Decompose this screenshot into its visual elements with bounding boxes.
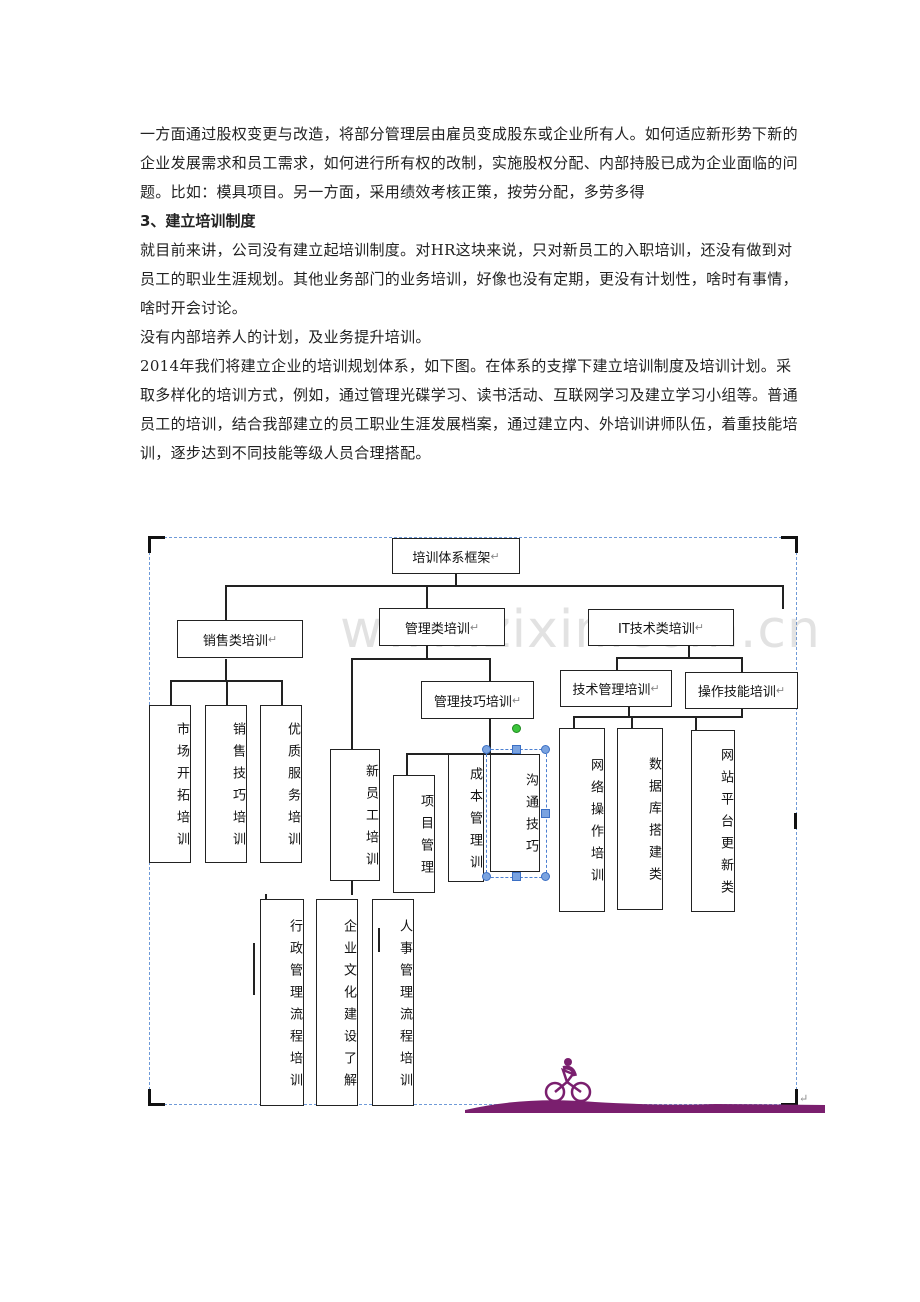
paragraph-equity: 一方面通过股权变更与改造，将部分管理层由雇员变成股东或企业所有人。如何适应新形势… <box>140 125 798 201</box>
connector <box>741 709 743 717</box>
node-communication-skills[interactable]: 沟通技巧 <box>490 754 540 872</box>
node-label: 新员工培训 <box>363 764 378 874</box>
node-operation-skills[interactable]: 操作技能培训↵ <box>685 672 798 709</box>
training-framework-diagram[interactable]: www.zixin.com.cn 培训体系框架↵ 销售类培训↵ 管理类培训↵ I… <box>148 536 825 1113</box>
selection-frame[interactable] <box>486 749 547 878</box>
resize-handle[interactable] <box>482 872 491 881</box>
node-label: 沟通技巧 <box>523 773 538 861</box>
crop-side-right <box>794 813 797 829</box>
node-quality-service[interactable]: 优质服务培训 <box>260 705 302 863</box>
connector <box>281 680 283 705</box>
node-label: 数据库搭建类 <box>646 757 661 889</box>
connector <box>351 658 353 749</box>
connector <box>628 707 630 717</box>
resize-handle[interactable] <box>541 809 550 818</box>
crop-corner-tl <box>148 536 165 553</box>
connector <box>695 716 743 718</box>
node-label: 成本管理训 <box>467 767 482 877</box>
return-mark: ↵ <box>775 684 786 697</box>
crop-corner-bl <box>148 1089 165 1106</box>
cursor-mark <box>253 943 255 995</box>
node-market-development[interactable]: 市场开拓培训 <box>149 705 191 863</box>
node-sales-skills[interactable]: 销售技巧培训 <box>205 705 247 863</box>
node-root-label: 培训体系框架 <box>412 550 491 566</box>
connector <box>351 658 491 660</box>
resize-handle[interactable] <box>541 872 550 881</box>
node-label: IT技术类培训 <box>618 622 695 637</box>
connector <box>406 753 408 775</box>
paragraph-no-plan: 没有内部培养人的计划，及业务提升培训。 <box>140 328 431 346</box>
node-label: 行政管理流程培训 <box>287 918 302 1095</box>
connector <box>489 658 491 681</box>
resize-handle[interactable] <box>512 872 521 881</box>
connector <box>573 716 697 718</box>
crop-corner-br <box>781 1089 798 1106</box>
connector <box>616 657 618 670</box>
return-mark: ↵ <box>469 620 480 634</box>
return-mark: ↵ <box>267 632 278 646</box>
connector <box>489 719 491 754</box>
resize-handle[interactable] <box>541 745 550 754</box>
node-label: 企业文化建设了解 <box>341 918 356 1095</box>
rotate-handle[interactable] <box>512 724 521 733</box>
node-label: 管理类培训 <box>404 621 470 637</box>
connector <box>426 646 428 659</box>
resize-handle[interactable] <box>482 745 491 754</box>
paragraph-2014-plan: 2014年我们将建立企业的培训规划体系，如下图。在体系的支撑下建立培训制度及培训… <box>140 357 798 462</box>
connector <box>631 716 633 728</box>
node-culture[interactable]: 企业文化建设了解 <box>316 899 358 1106</box>
body-text: 一方面通过股权变更与改造，将部分管理层由雇员变成股东或企业所有人。如何适应新形势… <box>140 120 800 468</box>
connector <box>616 657 743 659</box>
connector <box>782 585 784 609</box>
return-mark: ↵ <box>490 549 500 563</box>
node-root[interactable]: 培训体系框架↵ <box>392 538 520 574</box>
return-mark: ↵ <box>694 621 704 634</box>
node-label: 操作技能培训 <box>697 685 776 700</box>
return-mark: ↵ <box>511 693 522 707</box>
connector <box>225 585 783 587</box>
node-label: 销售类培训 <box>202 633 268 649</box>
node-label: 网络操作培训 <box>588 758 603 890</box>
cursor-mark <box>378 928 380 952</box>
node-label: 网站平台更新类 <box>718 748 733 902</box>
node-website-platform[interactable]: 网站平台更新类 <box>691 730 735 912</box>
return-mark: ↵ <box>650 682 660 695</box>
node-label: 项目管理 <box>418 794 433 882</box>
return-mark: ↵ <box>799 1092 809 1105</box>
node-cost-management[interactable]: 成本管理训 <box>448 754 484 882</box>
node-new-staff[interactable]: 新员工培训 <box>330 749 380 881</box>
node-label: 市场开拓培训 <box>174 722 189 854</box>
node-label: 管理技巧培训 <box>433 694 512 710</box>
node-sales-training[interactable]: 销售类培训↵ <box>177 620 303 658</box>
connector <box>351 881 353 895</box>
node-management-training[interactable]: 管理类培训↵ <box>379 608 505 646</box>
node-label: 人事管理流程培训 <box>397 918 412 1095</box>
section-heading: 3、建立培训制度 <box>140 212 256 230</box>
node-project-management[interactable]: 项目管理 <box>393 775 435 893</box>
node-database[interactable]: 数据库搭建类 <box>617 728 663 910</box>
connector <box>573 716 575 728</box>
connector <box>226 680 228 705</box>
connector <box>170 680 172 705</box>
node-label: 销售技巧培训 <box>230 722 245 854</box>
connector <box>688 646 690 658</box>
node-label: 优质服务培训 <box>285 722 300 854</box>
paragraph-current-state: 就目前来讲，公司没有建立起培训制度。对HR这块来说，只对新员工的入职培训，还没有… <box>140 241 798 317</box>
crop-corner-tr <box>781 536 798 553</box>
node-it-training[interactable]: IT技术类培训↵ <box>588 609 734 646</box>
node-tech-management[interactable]: 技术管理培训↵ <box>560 670 672 707</box>
connector <box>426 585 428 608</box>
resize-handle[interactable] <box>512 745 521 754</box>
connector <box>455 574 457 586</box>
node-admin-process[interactable]: 行政管理流程培训 <box>260 899 304 1106</box>
cyclist-logo <box>465 1058 825 1113</box>
connector <box>225 659 227 681</box>
node-network-operation[interactable]: 网络操作培训 <box>559 728 605 912</box>
node-management-skills[interactable]: 管理技巧培训↵ <box>421 681 534 719</box>
connector <box>695 716 697 730</box>
node-label: 技术管理培训 <box>572 683 651 698</box>
connector <box>741 657 743 672</box>
connector <box>225 585 227 620</box>
